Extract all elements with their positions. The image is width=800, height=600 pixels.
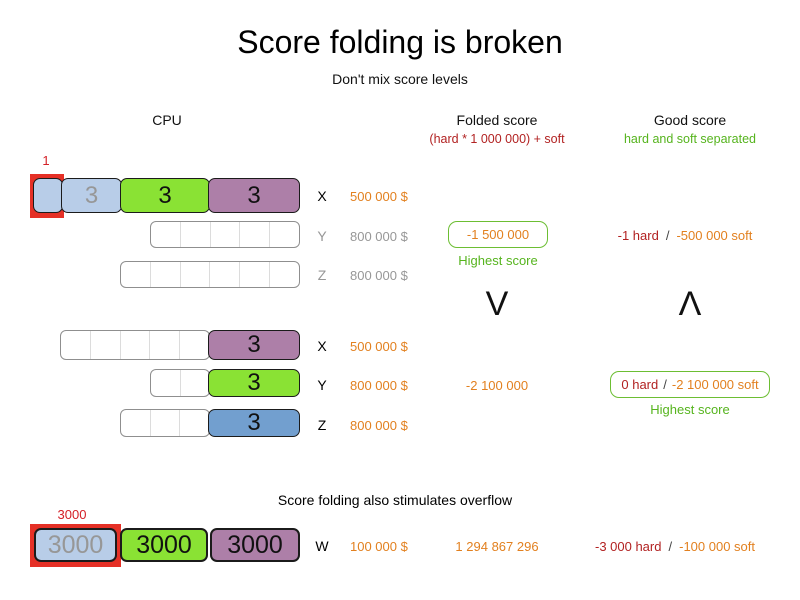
column-header-good-score: Good score [653, 112, 727, 128]
task-duration: 3 [247, 181, 261, 209]
cpu-w-task-segment-2: 3000 [120, 528, 208, 562]
folded-score-box: -1 500 000 [448, 221, 548, 248]
cpu-x-task-segment-1: 3 [61, 178, 122, 213]
good-score-hard: -1 hard [617, 228, 659, 243]
overflow-marker-label: 1 [42, 153, 50, 168]
highest-score-note: Highest score [458, 253, 538, 268]
cpu-y2-task-segment: 3 [208, 369, 300, 397]
cpu-x2-empty-bar [60, 330, 210, 360]
row-cost-y2: 800 000 $ [350, 378, 408, 393]
row-cost-y: 800 000 $ [350, 229, 408, 244]
cpu-z2-empty-bar [120, 409, 210, 437]
cpu-x-overflow-segment [33, 178, 63, 213]
row-cost-z2: 800 000 $ [350, 418, 408, 433]
cpu-z-empty-bar [120, 261, 300, 288]
row-label-x: X [317, 188, 327, 204]
task-duration: 3 [247, 331, 261, 358]
row-cost-w: 100 000 $ [350, 539, 408, 554]
cpu-x-task-segment-3: 3 [208, 178, 300, 213]
highest-score-note-2: Highest score [650, 402, 730, 417]
task-duration: 3 [84, 181, 99, 209]
good-comparison-symbol: Λ [678, 285, 702, 323]
cpu-x2-task-segment: 3 [208, 330, 300, 360]
good-score-soft: -500 000 soft [676, 228, 753, 243]
task-duration: 3 [247, 369, 261, 396]
good-score-row: -1 hard / -500 000 soft [590, 228, 780, 243]
folded-score-formula: (hard * 1 000 000) + soft [429, 132, 565, 146]
good-score-box: 0 hard / -2 100 000 soft [610, 371, 770, 398]
row-label-y: Y [317, 228, 327, 244]
overflow-marker-label-w: 3000 [57, 507, 87, 522]
score-separator: / [668, 539, 673, 554]
score-separator: / [663, 377, 667, 392]
folded-comparison-symbol: V [485, 285, 509, 323]
good-score-soft: -100 000 soft [679, 539, 755, 554]
good-score-hard: -3 000 hard [594, 539, 662, 554]
overflow-section-title: Score folding also stimulates overflow [277, 492, 513, 508]
good-score-hard: 0 hard [621, 377, 659, 392]
task-duration: 3000 [47, 530, 104, 559]
page-subtitle: Don't mix score levels [332, 71, 468, 87]
good-score-row-w: -3 000 hard / -100 000 soft [570, 539, 780, 554]
column-header-folded-score: Folded score [456, 112, 538, 128]
folded-score-value: -1 500 000 [466, 227, 530, 242]
task-duration: 3000 [136, 530, 192, 559]
task-duration: 3 [247, 409, 261, 436]
good-score-soft: -2 100 000 soft [671, 377, 759, 392]
page-title: Score folding is broken [237, 24, 563, 60]
cpu-x-task-segment-2: 3 [120, 178, 210, 213]
task-duration: 3 [158, 181, 172, 209]
folded-score-value-2: -2 100 000 [465, 378, 529, 393]
cpu-y2-empty-bar [150, 369, 210, 397]
row-cost-x2: 500 000 $ [350, 339, 408, 354]
cpu-y-empty-bar [150, 221, 300, 248]
row-label-z: Z [317, 267, 327, 283]
row-label-z2: Z [317, 417, 327, 433]
score-separator: / [665, 228, 670, 243]
task-duration: 3000 [227, 530, 283, 559]
row-cost-x: 500 000 $ [350, 189, 408, 204]
cpu-w-task-segment-1: 3000 [34, 528, 117, 562]
folded-score-value-w: 1 294 867 296 [455, 539, 539, 554]
cpu-w-task-segment-3: 3000 [210, 528, 300, 562]
row-cost-z: 800 000 $ [350, 268, 408, 283]
good-score-formula: hard and soft separated [623, 132, 757, 146]
cpu-z2-task-segment: 3 [208, 409, 300, 437]
row-label-x2: X [317, 338, 327, 354]
column-header-cpu: CPU [152, 112, 182, 128]
row-label-w: W [315, 538, 329, 554]
row-label-y2: Y [317, 377, 327, 393]
